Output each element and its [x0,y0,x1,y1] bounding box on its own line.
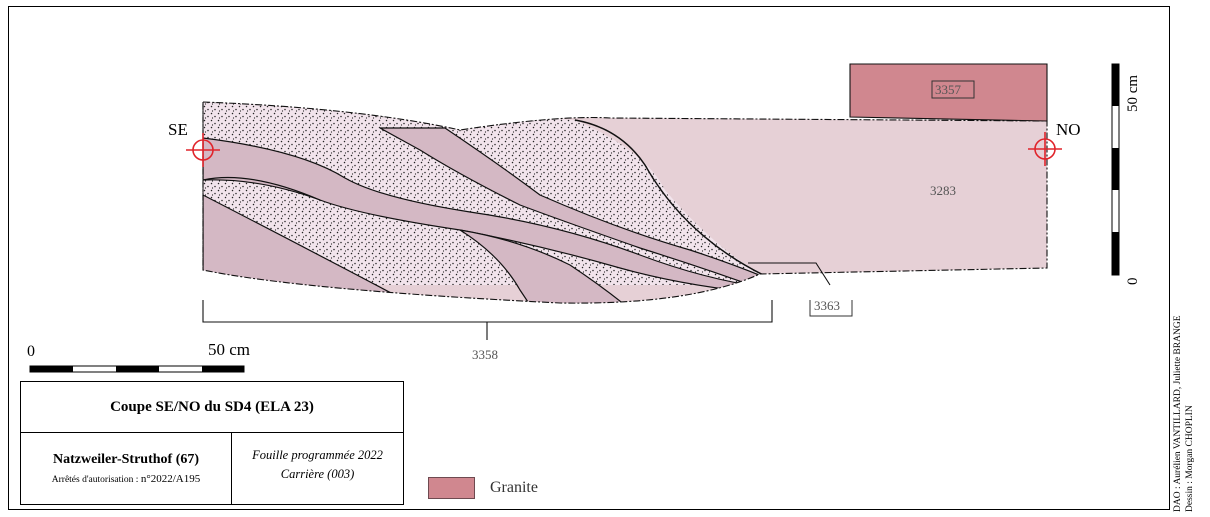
legend-granite-label: Granite [490,479,538,496]
credits: DAO : Aurélien VANTILLARD, Juliette BRAN… [1172,316,1196,513]
title-block: Coupe SE/NO du SD4 (ELA 23) Natzweiler-S… [20,381,404,505]
excavation-cell: Fouille programmée 2022 Carrière (003) [232,432,403,504]
scale-v-zero: 0 [1125,277,1141,286]
label-3358: 3358 [472,347,498,362]
se-marker-icon [186,133,220,167]
bracket-3358 [202,300,773,323]
orientation-no: NO [1056,120,1081,139]
legend-granite-swatch [428,477,475,499]
excavation-line-2: Carrière (003) [280,467,355,481]
authorization-number: n°2022/A195 [140,473,201,485]
no-marker-icon [1028,132,1062,166]
label-3357: 3357 [935,82,961,97]
scale-v-label: 50 cm [1125,74,1141,112]
label-box-3357 [931,80,975,99]
orientation-se: SE [168,120,188,139]
site-cell: Natzweiler-Struthof (67) Arrêtés d'autor… [21,432,232,504]
lens-3363 [748,262,831,286]
layer-band-4 [459,229,627,304]
horizontal-scale-bar [29,365,245,373]
credits-line-1: DAO : Aurélien VANTILLARD, Juliette BRAN… [1173,315,1183,513]
label-3363: 3363 [814,298,840,313]
scale-h-label: 50 cm [208,340,251,359]
authorization-text: Arrêtés d'autorisation : n°2022/A195 [21,473,231,485]
vertical-scale-bar [1111,63,1120,276]
credits-line-2: Dessin : Morgan CHOPLIN [1185,405,1195,512]
site-name: Natzweiler-Struthof (67) [52,452,200,467]
authorization-prefix: Arrêtés d'autorisation : [51,475,141,485]
profile-outline [202,101,1048,304]
label-box-3363 [809,300,853,317]
section-title: Coupe SE/NO du SD4 (ELA 23) [21,382,403,433]
drawing-frame [8,6,1170,510]
scale-h-zero: 0 [27,343,35,360]
granite-block-3357 [849,63,1048,122]
label-3283: 3283 [930,183,956,198]
excavation-line-1: Fouille programmée 2022 [252,448,383,462]
cut-line [574,119,786,286]
